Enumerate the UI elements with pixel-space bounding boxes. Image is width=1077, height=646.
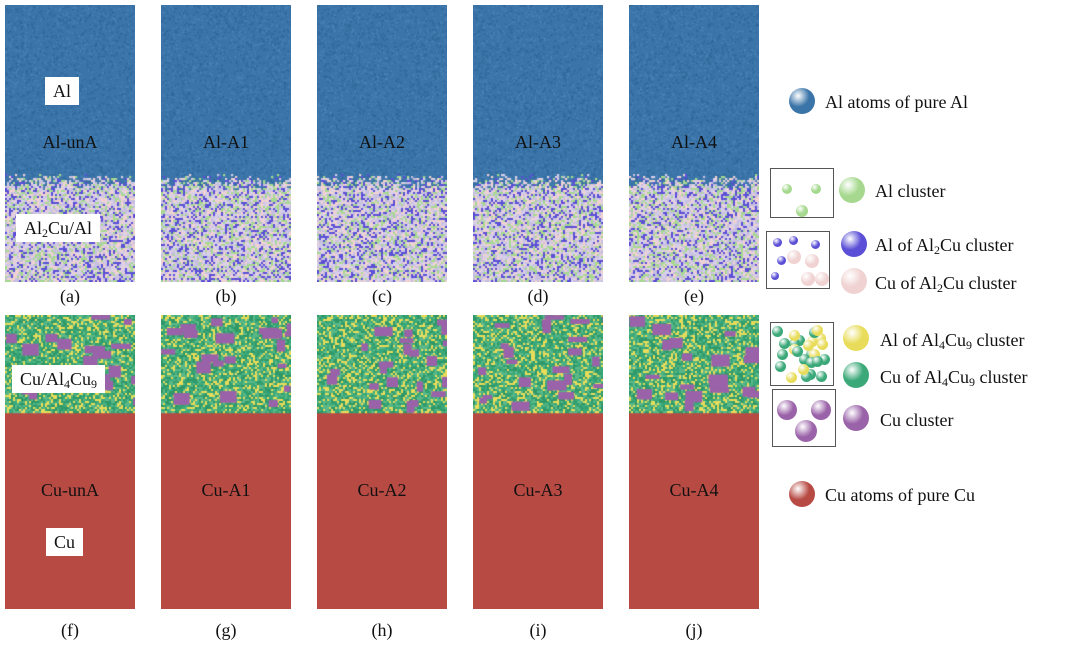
al-panel-2 (317, 5, 447, 282)
atom-snapshot (161, 5, 291, 282)
panel-label: (c) (372, 286, 392, 306)
panel-label: (b) (215, 286, 237, 306)
cu-cluster-cell-icon (772, 389, 836, 447)
panel-title: Cu-A3 (513, 480, 563, 500)
legend-sphere-cu-of-al4cu9 (843, 362, 869, 388)
al-cluster-atom (782, 184, 792, 194)
atom-snapshot (629, 5, 759, 282)
cluster-atom (794, 334, 806, 346)
al2cu-cluster-cell-icon (766, 231, 830, 289)
legend-text-cu-of-al4cu9: Cu of Al4Cu9 cluster (880, 367, 1028, 389)
cu-panel-3 (473, 315, 603, 609)
panel-label: (j) (685, 620, 703, 640)
panel-title: Al-A2 (359, 132, 405, 152)
legend-sphere-al-pure (789, 88, 815, 114)
al-cluster-atom (811, 184, 821, 194)
al-panel-4 (629, 5, 759, 282)
region-label-cu: Cu (46, 528, 84, 556)
panel-title: Al-A3 (515, 132, 561, 152)
cluster-atom (812, 324, 824, 336)
legend-sphere-cu-pure (789, 481, 815, 507)
cluster-atom (802, 339, 814, 351)
panel-title: Cu-A1 (201, 480, 251, 500)
cluster-atom (771, 326, 783, 338)
al4cu9-cluster-cell-icon (770, 322, 834, 386)
region-label-al2cu-al: Al2Cu/Al (16, 214, 101, 242)
cluster-atom (814, 332, 826, 344)
panel-label: (e) (684, 286, 704, 306)
cluster-atom (801, 272, 815, 286)
cluster-atom (811, 240, 820, 249)
panel-label: (g) (215, 620, 237, 640)
panel-title: Al-A1 (203, 132, 249, 152)
cluster-atom (778, 337, 790, 349)
al-panel-3 (473, 5, 603, 282)
panel-title: Cu-A2 (357, 480, 407, 500)
panel-title: Al-A4 (671, 132, 717, 152)
cluster-atom (798, 363, 810, 375)
cluster-atom (812, 355, 824, 367)
cluster-atom (789, 236, 798, 245)
panel-title: Cu-unA (41, 480, 99, 500)
cluster-atom (771, 272, 779, 280)
cluster-atom (773, 238, 782, 247)
panel-label: (i) (529, 620, 547, 640)
cluster-atom (800, 371, 812, 383)
cluster-atom (787, 250, 801, 264)
cluster-atom (792, 346, 804, 358)
cluster-atom (806, 357, 818, 369)
legend-sphere-cu-of-al2cu (841, 268, 867, 294)
legend-text-cu-of-al2cu: Cu of Al2Cu cluster (875, 273, 1017, 295)
atom-snapshot (161, 315, 291, 609)
cluster-atom (798, 354, 810, 366)
cluster-atom (777, 400, 797, 420)
panel-title: Cu-A4 (669, 480, 719, 500)
legend-text-cu-pure: Cu atoms of pure Cu (825, 485, 975, 505)
panel-title: Al-unA (42, 132, 98, 152)
panel-label: (h) (371, 620, 393, 640)
cluster-atom (809, 348, 821, 360)
atom-snapshot (5, 315, 135, 609)
cluster-atom (805, 254, 819, 268)
legend-text-al-of-al4cu9: Al of Al4Cu9 cluster (880, 330, 1025, 352)
legend-text-al-pure: Al atoms of pure Al (825, 92, 968, 112)
atom-snapshot (317, 5, 447, 282)
cluster-atom (789, 337, 801, 349)
legend-sphere-cu-cluster (843, 405, 869, 431)
al-cluster-cell-icon (770, 168, 834, 218)
legend-sphere-al-of-al2cu (841, 231, 867, 257)
region-label-al: Al (45, 77, 79, 105)
panel-label: (f) (61, 620, 79, 640)
atom-snapshot (629, 315, 759, 609)
al-cluster-atom (796, 205, 808, 217)
legend-text-al-of-al2cu: Al of Al2Cu cluster (875, 235, 1014, 257)
al-panel-1 (161, 5, 291, 282)
cluster-atom (819, 354, 831, 366)
cluster-atom (795, 420, 817, 442)
cluster-atom (811, 400, 831, 420)
cluster-atom (815, 272, 829, 286)
panel-label: (a) (60, 286, 80, 306)
atom-snapshot (473, 315, 603, 609)
legend-text-al-cluster: Al cluster (875, 181, 946, 201)
region-label-cu-al4cu9: Cu/Al4Cu9 (12, 365, 106, 393)
cluster-atom (785, 371, 797, 383)
cu-panel-4 (629, 315, 759, 609)
cluster-atom (788, 329, 800, 341)
cluster-atom (777, 256, 786, 265)
legend-text-cu-cluster: Cu cluster (880, 410, 954, 430)
cu-panel-0 (5, 315, 135, 609)
cluster-atom (815, 371, 827, 383)
cu-panel-2 (317, 315, 447, 609)
legend-sphere-al-of-al4cu9 (843, 325, 869, 351)
legend-sphere-al-cluster (839, 177, 865, 203)
panel-label: (d) (527, 286, 549, 306)
atom-snapshot (473, 5, 603, 282)
atom-snapshot (317, 315, 447, 609)
cluster-atom (816, 339, 828, 351)
cluster-atom (776, 349, 788, 361)
cu-panel-1 (161, 315, 291, 609)
cluster-atom (775, 361, 787, 373)
